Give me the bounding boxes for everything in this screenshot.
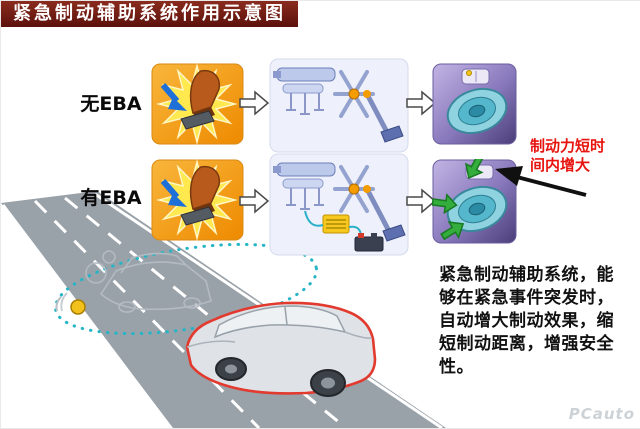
pointer-arrow-icon <box>495 166 587 197</box>
row-label-no-eba: 无EBA <box>80 93 142 115</box>
brake-disc-icon <box>432 63 517 145</box>
row-label-with-eba: 有EBA <box>80 187 142 209</box>
braking-car-sketch <box>185 301 377 397</box>
ghost-car-sketch <box>85 250 212 313</box>
battery-icon <box>354 233 384 252</box>
hydraulic-lines <box>286 93 324 115</box>
right-arrow-icon <box>406 188 437 214</box>
right-arrow-icon <box>239 188 270 214</box>
rolling-ball-icon <box>55 292 86 315</box>
right-arrow-icon <box>239 90 270 116</box>
green-force-arrows <box>432 159 484 241</box>
page-title: 紧急制动辅助系统作用示意图 <box>1 1 298 27</box>
lane-dashed-lines <box>33 196 347 428</box>
disc-rotor <box>446 185 508 233</box>
brake-pedal-press-icon <box>151 63 244 145</box>
brake-force-annotation: 制动力短时间内增大 <box>530 137 606 174</box>
road-scene <box>1 191 446 428</box>
master-cylinder-icon <box>269 58 409 153</box>
description-text: 紧急制动辅助系统，能够在紧急事件突发时，自动增大制动效果，缩短制动距离，增强安全… <box>439 265 614 377</box>
brake-pedal-press-icon <box>151 159 244 241</box>
disc-rotor <box>446 87 508 135</box>
right-arrow-icon <box>406 90 437 116</box>
watermark-logo: PCauto <box>568 405 635 423</box>
eba-control-unit <box>322 214 350 234</box>
hydraulic-lines <box>286 188 324 210</box>
brake-disc-with-force-arrows-icon <box>432 159 517 244</box>
master-cylinder-with-eba-unit-icon <box>269 153 409 256</box>
press-arrow-icon <box>160 83 187 111</box>
pedal-shape <box>180 206 215 226</box>
pedal-shape <box>180 110 215 130</box>
press-arrow-icon <box>160 179 187 207</box>
trajectory-dotted-loop <box>53 242 319 336</box>
